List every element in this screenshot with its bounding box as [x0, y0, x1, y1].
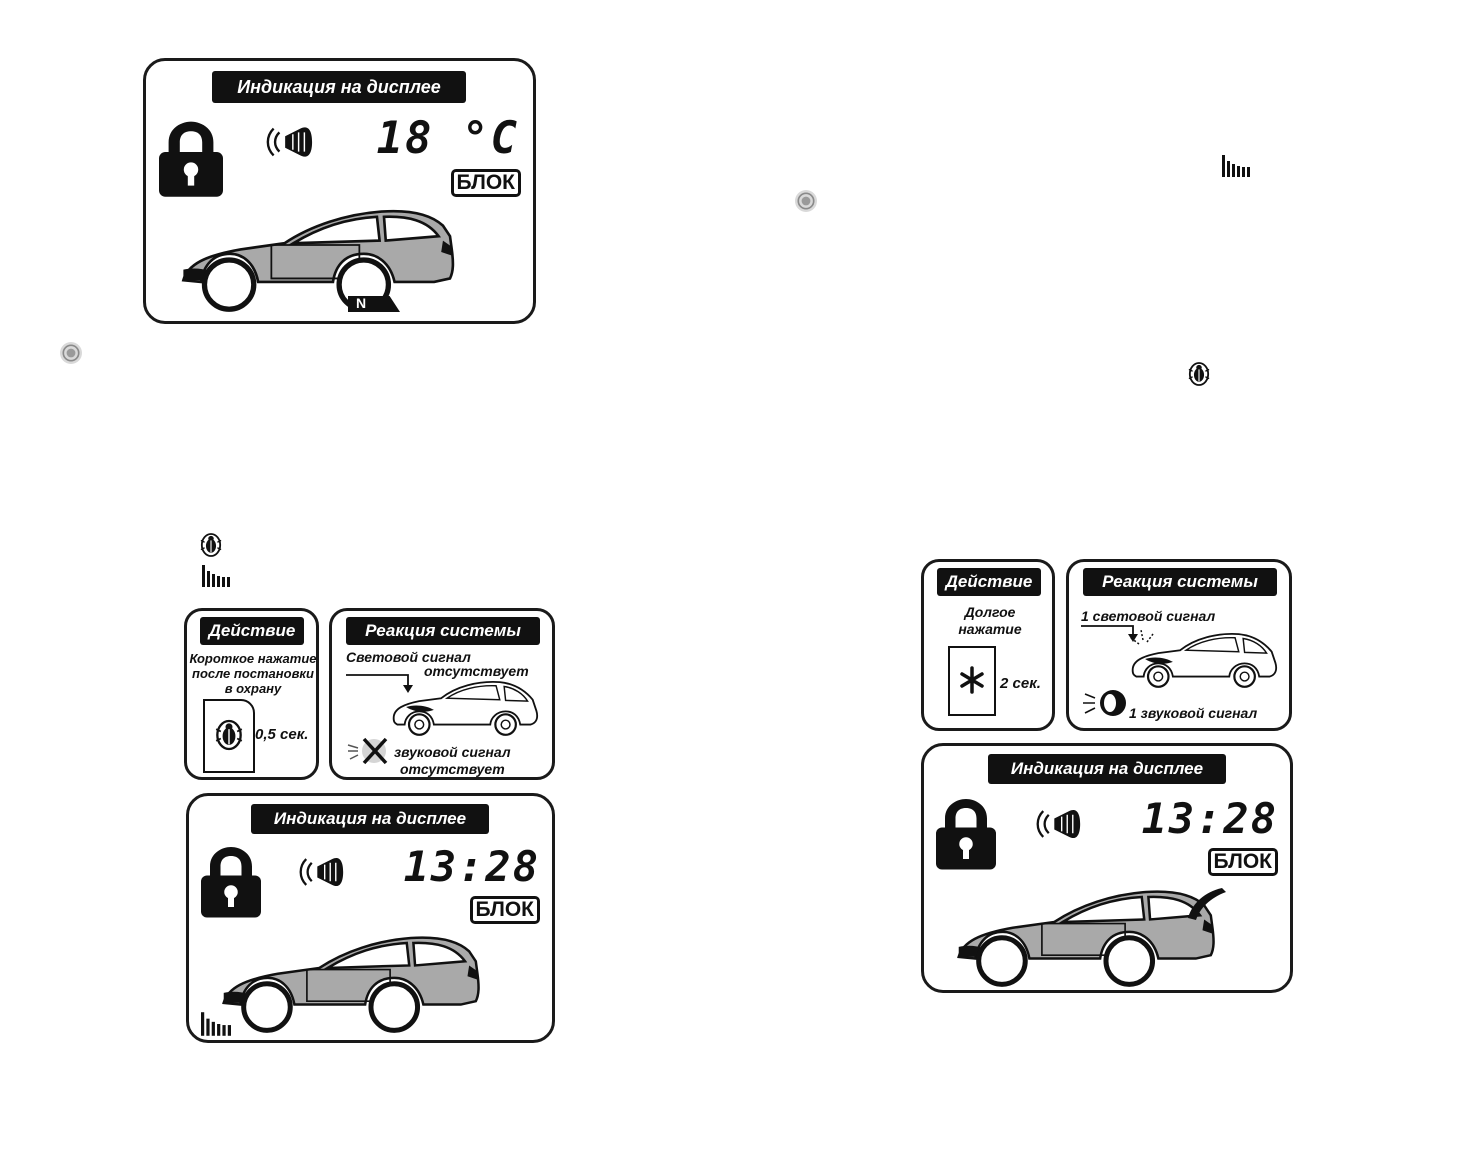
bug-button-icon — [1187, 362, 1211, 386]
action-header: Действие — [937, 568, 1041, 596]
bug-button-icon — [215, 719, 243, 751]
sound-icon — [1083, 690, 1126, 716]
display-header: Индикация на дисплее — [212, 71, 466, 103]
lock-icon — [936, 799, 996, 870]
action-header: Действие — [200, 617, 304, 645]
open-trunk-icon — [1188, 888, 1226, 920]
reaction-header: Реакция системы — [1083, 568, 1277, 596]
time-readout: 13:28 — [1141, 794, 1278, 843]
light-status: отсутствует — [424, 663, 529, 679]
bug-button-icon — [200, 533, 222, 557]
blok-indicator: БЛОК — [469, 896, 540, 924]
light-label: Световой сигнал — [346, 649, 471, 665]
action-text-line-2: нажатие — [958, 621, 1022, 637]
display-panel-1: Индикация на дисплее 18 °C БЛОК N — [143, 58, 536, 324]
action-card-left: Действие Короткое нажатие после постанов… — [184, 608, 319, 780]
action-text-line-1: Короткое нажатие — [189, 651, 317, 666]
horn-icon — [299, 856, 345, 888]
time-readout: 13:28 — [403, 842, 540, 891]
keyfob-button — [948, 646, 996, 716]
action-text-line-2: после постановки — [192, 666, 314, 681]
display-header: Индикация на дисплее — [988, 754, 1226, 784]
signal-bars-icon — [202, 565, 230, 587]
display-panel-2: Индикация на дисплее 13:28 БЛОК — [186, 793, 555, 1043]
duration-label: 0,5 сек. — [255, 726, 309, 743]
action-text: Долгое нажатие — [924, 604, 1056, 638]
action-text-line-3: в охрану — [224, 681, 282, 696]
spin-marker-icon — [59, 341, 83, 365]
action-text: Короткое нажатие после постановки в охра… — [187, 651, 319, 696]
display-panel-3: Индикация на дисплее 13:28 БЛОК — [921, 743, 1293, 993]
reaction-card-left: Реакция системы Световой сигнал отсутств… — [329, 608, 555, 780]
signal-bars-icon — [1222, 155, 1250, 177]
light-label: 1 световой сигнал — [1081, 608, 1216, 624]
keyfob-button — [203, 699, 255, 773]
sound-status: отсутствует — [400, 761, 505, 777]
lock-icon — [159, 121, 223, 197]
gear-label: N — [356, 295, 367, 311]
sound-label: звуковой сигнал — [394, 744, 511, 760]
gear-indicator: N — [348, 296, 400, 312]
lock-icon — [201, 847, 261, 918]
reaction-header: Реакция системы — [346, 617, 540, 645]
arrow-icon — [346, 674, 413, 693]
blok-indicator: БЛОК — [1207, 848, 1278, 876]
action-card-right: Действие Долгое нажатие 2 сек. — [921, 559, 1055, 731]
duration-label: 2 сек. — [1000, 675, 1041, 692]
car-icon — [203, 928, 499, 1032]
blok-indicator: БЛОК — [450, 169, 521, 197]
action-text-line-1: Долгое — [964, 604, 1016, 620]
spin-marker-icon — [794, 189, 818, 213]
reaction-card-right: Реакция системы 1 световой сигнал 1 звук… — [1066, 559, 1292, 731]
no-sound-icon — [347, 737, 388, 765]
light-flash-icon — [1130, 629, 1154, 645]
horn-icon — [1036, 808, 1082, 840]
display-header: Индикация на дисплее — [251, 804, 489, 834]
sound-label: 1 звуковой сигнал — [1129, 705, 1258, 721]
signal-bars-icon — [201, 1012, 231, 1036]
temperature-readout: 18 °C — [376, 113, 519, 164]
horn-icon — [266, 126, 314, 158]
arrow-icon — [1081, 625, 1138, 642]
car-icon — [160, 201, 476, 311]
sportscar-icon — [392, 680, 539, 736]
asterisk-icon — [960, 666, 984, 694]
